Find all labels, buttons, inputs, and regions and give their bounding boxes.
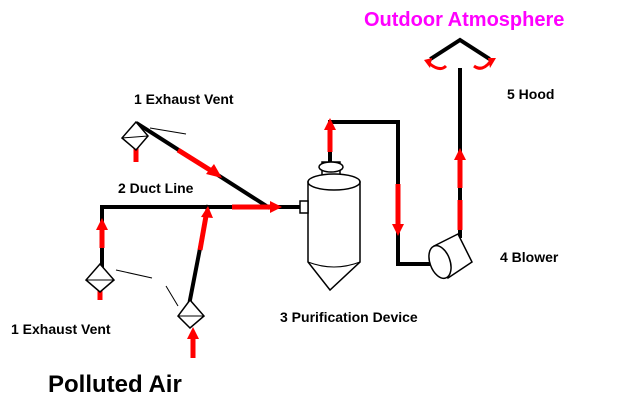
vent-hood-shape [84, 262, 116, 293]
label-exhaust-vent-top: 1 Exhaust Vent [134, 91, 234, 107]
arrowhead [424, 58, 432, 68]
exhaust-vent-top [120, 120, 187, 152]
vent-leader-line [115, 269, 153, 279]
vent-leader-line [165, 285, 179, 307]
arrowhead [270, 201, 282, 213]
hood-exhaust-arrow-left [429, 62, 448, 71]
device-top [307, 173, 361, 191]
arrowhead [324, 118, 336, 130]
arrowhead [201, 206, 213, 218]
device-cone-line [307, 261, 361, 268]
flow-arrow-upper-branch [176, 147, 212, 173]
arrowhead [187, 327, 199, 339]
exhaust-vent-bottom-left [84, 262, 153, 293]
label-blower: 4 Blower [500, 249, 559, 265]
arrowhead [488, 58, 496, 68]
arrowhead [206, 164, 222, 178]
arrowhead [454, 148, 466, 160]
label-outdoor-atmosphere: Outdoor Atmosphere [364, 9, 564, 31]
hood-cap [429, 37, 491, 61]
label-purification-device: 3 Purification Device [280, 309, 418, 325]
vent-hood-shape [177, 298, 206, 330]
label-duct-line: 2 Duct Line [118, 180, 194, 196]
label-hood: 5 Hood [507, 86, 554, 102]
label-exhaust-vent-bottom: 1 Exhaust Vent [11, 321, 111, 337]
device-inlet [299, 200, 309, 214]
arrowhead [96, 218, 108, 230]
flow-arrow-lower-branch [197, 215, 209, 251]
blower-face [428, 244, 452, 280]
arrowhead [392, 224, 404, 236]
label-polluted-air: Polluted Air [48, 371, 182, 398]
purification-device [299, 161, 361, 292]
hood [424, 37, 496, 71]
blower-unit [428, 232, 473, 280]
vent-leader-line [149, 127, 187, 135]
vent-hood-shape [120, 120, 149, 152]
exhaust-vent-bottom [165, 285, 206, 330]
outlet-cap [318, 161, 344, 173]
hood-exhaust-arrow-right [473, 61, 492, 70]
device-body [307, 181, 361, 292]
vent-divider [121, 135, 149, 139]
flow-arrows [94, 118, 466, 358]
